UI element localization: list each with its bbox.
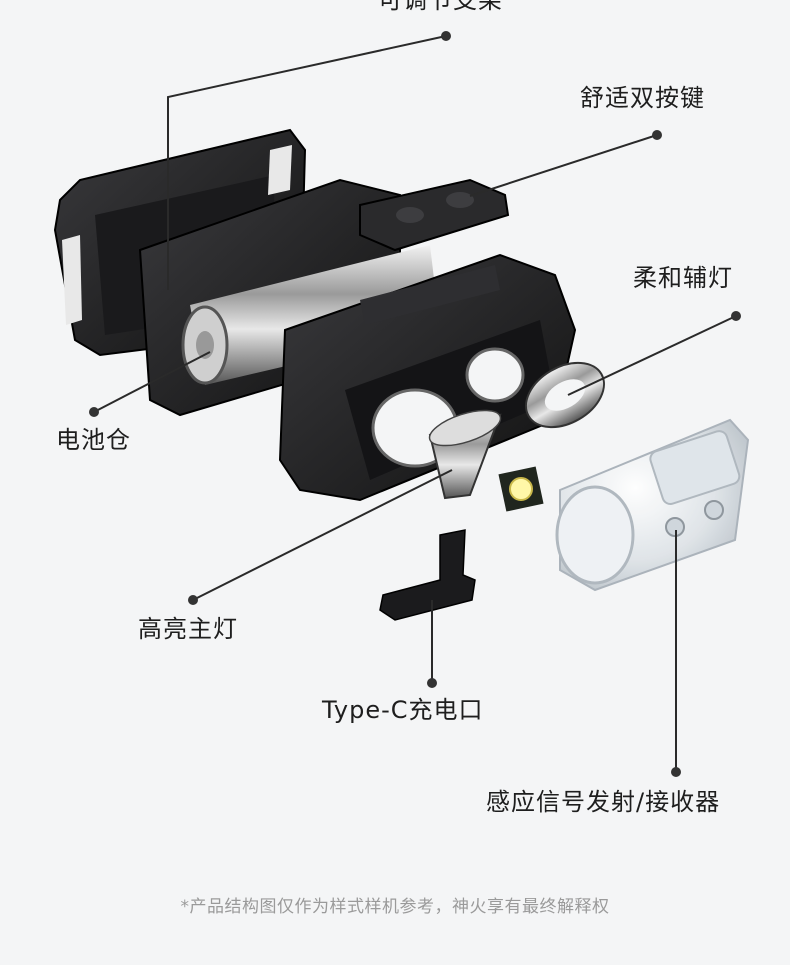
leader-strap [167,35,447,290]
disclaimer-footnote: *产品结构图仅作为样式样机参考，神火享有最终解释权 [180,897,610,917]
aux-reflector [525,361,605,429]
leader-aux [567,315,737,396]
main-reflector [428,409,502,500]
sensor-lens-cover [555,418,750,592]
label-sensor: 感应信号发射/接收器 [486,788,721,816]
typec-plug [379,529,476,621]
label-dual-buttons: 舒适双按键 [580,84,705,112]
leader-dots [89,31,741,777]
label-charge-port: Type-C充电口 [322,696,484,724]
leader-buttons [469,134,658,197]
dual-button-pad [359,178,510,252]
leader-main [192,469,453,601]
label-strap-buckle: 可调节支架 [378,0,503,14]
front-housing [278,253,577,502]
leader-battery [93,351,211,413]
label-main-light: 高亮主灯 [138,615,238,643]
led-chip [498,466,544,512]
label-aux-light: 柔和辅灯 [633,264,733,292]
leader-lines [93,35,737,772]
label-battery: 电池仓 [56,426,131,454]
